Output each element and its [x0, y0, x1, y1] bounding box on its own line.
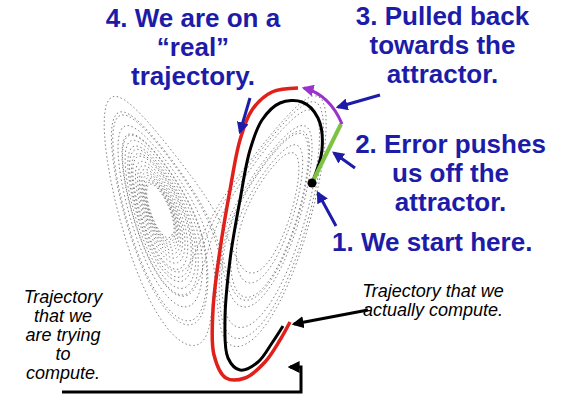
leader-arrow — [294, 310, 368, 324]
callout-text: 2. Error pushes us off the attractor. — [343, 130, 558, 217]
curve-label: Trajectory that we are trying to compute… — [20, 288, 106, 383]
callout-text: 4. We are on a “real” trajectory. — [93, 4, 293, 91]
callout-arrow — [338, 95, 380, 107]
callout-text: 1. We start here. — [332, 228, 532, 257]
curve-label: Trajectory that we actually compute. — [358, 282, 508, 320]
computed-trajectory — [225, 100, 322, 370]
callout-arrow — [240, 98, 250, 132]
lorenz-attractor — [104, 96, 326, 347]
callout-text: 3. Pulled back towards the attractor. — [335, 2, 550, 89]
callout-arrow — [318, 193, 336, 226]
start-point — [308, 179, 317, 188]
pull-back-arrow — [304, 88, 342, 124]
callout-arrow — [334, 153, 355, 168]
